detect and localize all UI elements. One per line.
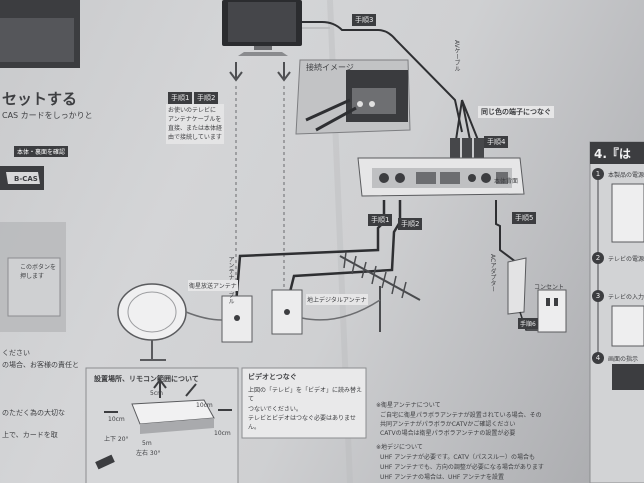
- tv-illustration: [222, 0, 302, 56]
- right-section-bg: [589, 141, 644, 483]
- connection-image-inset: [295, 59, 411, 135]
- ac-adapter: [507, 257, 540, 331]
- video-box-line-2: つないでください。: [248, 406, 302, 413]
- outlet-label: コンセント: [534, 284, 565, 291]
- left-subtitle: CAS カードをしっかりと: [2, 111, 93, 120]
- left-heading: セットする: [2, 90, 78, 108]
- left-text-4: 上で、カードを取: [2, 431, 58, 439]
- install-distance: 5m: [142, 440, 152, 447]
- tv-step1-label: 手順1: [168, 92, 193, 104]
- install-dim-2: 10cm: [108, 416, 125, 423]
- install-box-bg: [85, 367, 239, 483]
- note-4: CATVの場合は衛星パラボラアンテナの設置が必要: [380, 430, 516, 437]
- video-box-bg: [241, 367, 367, 439]
- right-heading: 4.『は: [594, 147, 631, 161]
- recorder-label: 本体背面: [494, 178, 519, 185]
- tv-step2-label: 手順2: [194, 92, 219, 104]
- recorder-box: [357, 157, 525, 197]
- step-note: このボタンを押します: [20, 264, 57, 280]
- ac-adapter-label: ACアダプター: [489, 254, 496, 293]
- step3-label: 手順3: [352, 14, 377, 26]
- same-color-label: 同じ色の端子につなぐ: [478, 106, 554, 118]
- lower-step2-label: 手順2: [398, 218, 423, 230]
- terrestrial-antenna-label: 地上デジタルアンテナ: [306, 294, 368, 305]
- note-5: ※地デジについて: [376, 444, 423, 451]
- terrestrial-antenna: [301, 251, 421, 332]
- outlet-step-label: 手順6: [518, 318, 538, 329]
- video-box-line-1: 上図の「テレビ」を「ビデオ」に読み替えて: [248, 387, 363, 403]
- install-angle-2: 左右 30°: [136, 450, 161, 457]
- note-6: UHF アンテナが必要です。CATV（パススルー）の場合も: [380, 454, 536, 461]
- av-cable-label: AVケーブル: [453, 40, 460, 72]
- right-step-4: 4: [592, 352, 604, 364]
- tv-instruction: お使いのテレビにアンテナケーブルを直接、または本体経由で接続しています: [166, 104, 224, 144]
- connection-image-label: 接続イメージ: [306, 63, 354, 72]
- install-dim-4: 10cm: [214, 430, 231, 437]
- lower-step1-label: 手順1: [368, 214, 393, 226]
- right-step-text-4: 画面の指示: [608, 356, 639, 363]
- install-box-title: 設置場所、リモコン範囲について: [94, 375, 199, 383]
- right-step-1: 1: [592, 168, 604, 180]
- right-step-text-3: テレビの入力: [608, 294, 644, 301]
- bs-dish: [117, 283, 223, 361]
- video-box-title: ビデオとつなぐ: [248, 373, 297, 381]
- note-2: ご自宅に衛星パラボラアンテナが設置されている場合、その: [380, 412, 542, 419]
- right-step-text-1: 本製品の電源: [608, 172, 644, 179]
- install-angle-1: 上下 20°: [104, 436, 129, 443]
- note-8: UHF アンテナの場合は、UHF アンテナを設置: [380, 474, 505, 481]
- right-step-text-2: テレビの電源: [608, 256, 644, 263]
- note-3: 共同アンテナがパラボラかCATVかご確認ください: [380, 421, 516, 428]
- video-box-line-3: テレビとビデオはつなぐ必要はありません。: [248, 415, 356, 431]
- install-dim-1: 5cm: [150, 390, 163, 397]
- step5-label: 手順5: [512, 212, 537, 224]
- install-dim-3: 10cm: [196, 402, 213, 409]
- step4-label: 手順4: [484, 136, 509, 148]
- right-step-2: 2: [592, 252, 604, 264]
- right-step-3: 3: [592, 290, 604, 302]
- note-1: ※衛星アンテナについて: [376, 402, 441, 409]
- left-text-3: のただく為の大切な: [2, 409, 65, 417]
- notice-label: 本体・裏面を確認: [14, 146, 69, 157]
- left-text-2: の場合、お客様の責任と: [2, 361, 79, 369]
- card-label: B-CAS: [14, 175, 38, 183]
- bs-antenna-label: 衛星放送アンテナ: [188, 280, 238, 291]
- left-text-1: ください: [2, 349, 30, 357]
- wall-outlet: [537, 289, 567, 333]
- note-7: UHF アンテナでも、方向の調整が必要になる場合があります: [380, 464, 544, 471]
